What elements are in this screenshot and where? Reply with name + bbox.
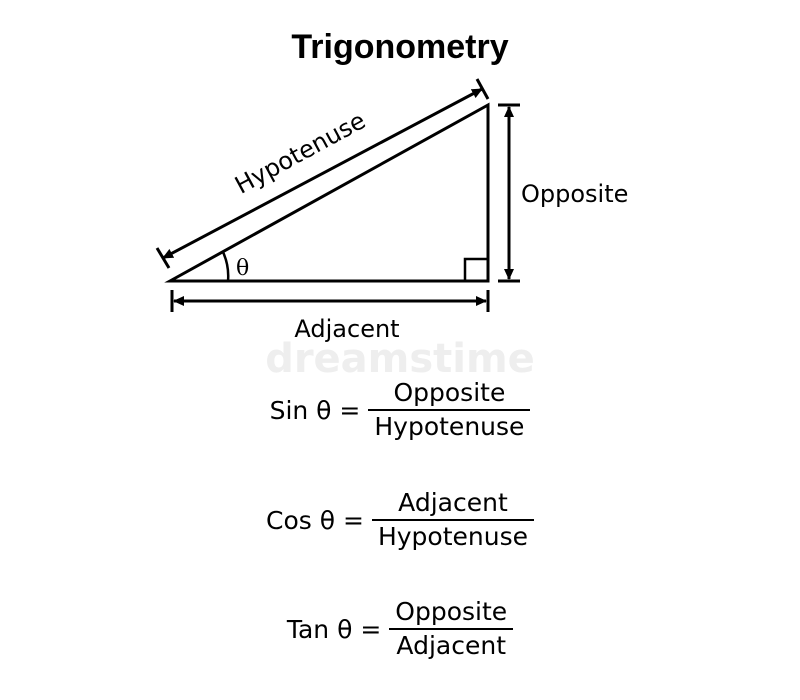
- hypotenuse-arrow-end-cap-right: [475, 78, 490, 100]
- angle-theta-label: θ: [236, 256, 249, 281]
- cos-denominator: Hypotenuse: [377, 522, 528, 551]
- diagram-title: Trigonometry: [291, 28, 509, 66]
- sin-formula-lhs: Sin θ =: [269, 395, 361, 425]
- sin-fraction: Opposite Hypotenuse: [368, 377, 531, 443]
- watermark: dreamstime: [265, 336, 535, 382]
- tan-denominator: Adjacent: [396, 631, 506, 660]
- fraction-bar: [368, 409, 531, 411]
- angle-arc: [221, 251, 230, 282]
- tan-fraction: Opposite Adjacent: [389, 596, 514, 662]
- tan-numerator: Opposite: [395, 597, 508, 626]
- cos-fraction: Adjacent Hypotenuse: [371, 487, 534, 553]
- cos-numerator: Adjacent: [398, 488, 508, 517]
- cos-formula: Cos θ = Adjacent Hypotenuse: [0, 475, 800, 565]
- adjacent-label: Adjacent: [294, 315, 399, 343]
- fraction-bar: [389, 628, 514, 630]
- cos-formula-lhs: Cos θ =: [266, 505, 364, 535]
- fraction-bar: [371, 519, 534, 521]
- sin-numerator: Opposite: [393, 378, 506, 407]
- right-angle-marker: [463, 257, 490, 283]
- sin-denominator: Hypotenuse: [374, 412, 525, 441]
- opposite-label: Opposite: [521, 180, 628, 208]
- hypotenuse-arrow-end-cap-left: [155, 247, 171, 269]
- sin-formula: Sin θ = Opposite Hypotenuse: [0, 365, 800, 455]
- hypotenuse-arrow: [162, 87, 483, 260]
- tan-formula: Tan θ = Opposite Adjacent: [0, 584, 800, 674]
- tan-formula-lhs: Tan θ =: [286, 614, 382, 644]
